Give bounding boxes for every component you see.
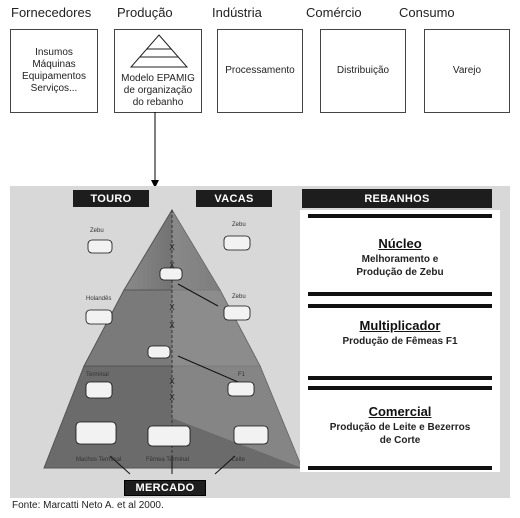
production-line: Modelo EPAMIG xyxy=(121,73,195,84)
market-label: MERCADO xyxy=(124,480,206,496)
cross-mark: X xyxy=(169,321,175,330)
stage-label-producao: Produção xyxy=(117,5,173,20)
industry-label: Processamento xyxy=(225,65,295,76)
herd-title: Comercial xyxy=(368,404,432,419)
consumption-label: Varejo xyxy=(452,65,482,76)
cross-mark: X xyxy=(169,303,175,312)
cow-icon xyxy=(87,239,113,254)
label-leite: Leite xyxy=(232,457,246,463)
label-holandes: Holandês xyxy=(86,296,112,302)
herd-desc: Produção de Zebu xyxy=(356,267,444,278)
cows-header: VACAS xyxy=(196,190,272,207)
suppliers-box: Insumos Máquinas Equipamentos Serviços..… xyxy=(10,29,98,113)
flow-arrow xyxy=(177,283,219,307)
supplier-item: Insumos xyxy=(35,47,73,58)
herd-title: Multiplicador xyxy=(359,318,441,333)
cow-icon xyxy=(227,381,255,397)
label-machos: Machos Terminal xyxy=(76,457,122,463)
label-zebu-mid-right: Zebu xyxy=(232,294,246,300)
herds-header: REBANHOS xyxy=(302,189,492,208)
stage-label-industria: Indústria xyxy=(212,5,262,20)
label-zebu-top-left: Zebu xyxy=(90,228,104,234)
divider xyxy=(308,376,492,380)
pyramid-light-facet xyxy=(172,210,302,468)
cow-icon xyxy=(85,381,113,399)
cow-icon xyxy=(233,425,269,445)
label-femeas: Fêmea Terminal xyxy=(146,457,189,463)
divider xyxy=(308,292,492,296)
cow-icon xyxy=(75,421,117,445)
pyramid-diagram: X X X X X X xyxy=(43,209,303,475)
cross-mark: X xyxy=(169,243,175,252)
industry-box: Processamento xyxy=(217,29,303,113)
supplier-item: Serviços... xyxy=(30,83,78,94)
herd-nucleo: Núcleo Melhoramento e Produção de Zebu xyxy=(300,236,500,279)
supplier-item: Equipamentos xyxy=(22,71,86,82)
commerce-box: Distribuição xyxy=(320,29,406,113)
consumption-box: Varejo xyxy=(424,29,510,113)
cross-marks: X X X X X X xyxy=(169,243,175,402)
divider xyxy=(308,386,492,390)
pyramid-icon xyxy=(129,34,189,68)
divider xyxy=(308,304,492,308)
cow-icon xyxy=(85,309,113,325)
stage-label-consumo: Consumo xyxy=(399,5,455,20)
label-zebu-top-right: Zebu xyxy=(232,222,246,228)
down-arrow-icon xyxy=(151,112,159,188)
herd-comercial: Comercial Produção de Leite e Bezerros d… xyxy=(300,404,500,447)
production-line: do rebanho xyxy=(132,97,184,108)
stage-label-comercio: Comércio xyxy=(306,5,362,20)
production-line: de organização xyxy=(123,85,193,96)
flow-arrow xyxy=(177,355,239,383)
bull-header: TOURO xyxy=(73,190,149,207)
herd-multiplicador: Multiplicador Produção de Fêmeas F1 xyxy=(300,318,500,348)
cow-icon xyxy=(223,305,251,321)
herd-desc: Melhoramento e xyxy=(361,254,439,265)
cross-mark: X xyxy=(169,377,175,386)
divider xyxy=(308,214,492,218)
herd-desc: de Corte xyxy=(379,435,421,446)
cross-mark: X xyxy=(169,261,175,270)
herd-desc: Produção de Fêmeas F1 xyxy=(342,336,458,347)
herds-column: Núcleo Melhoramento e Produção de Zebu M… xyxy=(300,210,500,472)
divider xyxy=(308,466,492,470)
flow-arrow xyxy=(109,455,131,475)
flow-arrow xyxy=(214,455,236,475)
cross-mark: X xyxy=(169,393,175,402)
herd-desc: Produção de Leite e Bezerros xyxy=(329,422,471,433)
production-box: Modelo EPAMIG de organização do rebanho xyxy=(114,29,202,113)
cow-icon xyxy=(159,267,183,281)
cow-icon xyxy=(147,425,191,447)
cow-icon xyxy=(147,345,171,359)
label-terminal: Terminal xyxy=(86,372,109,378)
source-caption: Fonte: Marcatti Neto A. et al 2000. xyxy=(12,500,164,511)
stage-label-fornecedores: Fornecedores xyxy=(11,5,92,20)
herd-title: Núcleo xyxy=(378,236,422,251)
cow-icon xyxy=(223,235,251,251)
cow-silhouettes xyxy=(75,235,269,447)
label-f1: F1 xyxy=(238,372,246,378)
commerce-label: Distribuição xyxy=(336,65,390,76)
supplier-item: Máquinas xyxy=(32,59,76,70)
